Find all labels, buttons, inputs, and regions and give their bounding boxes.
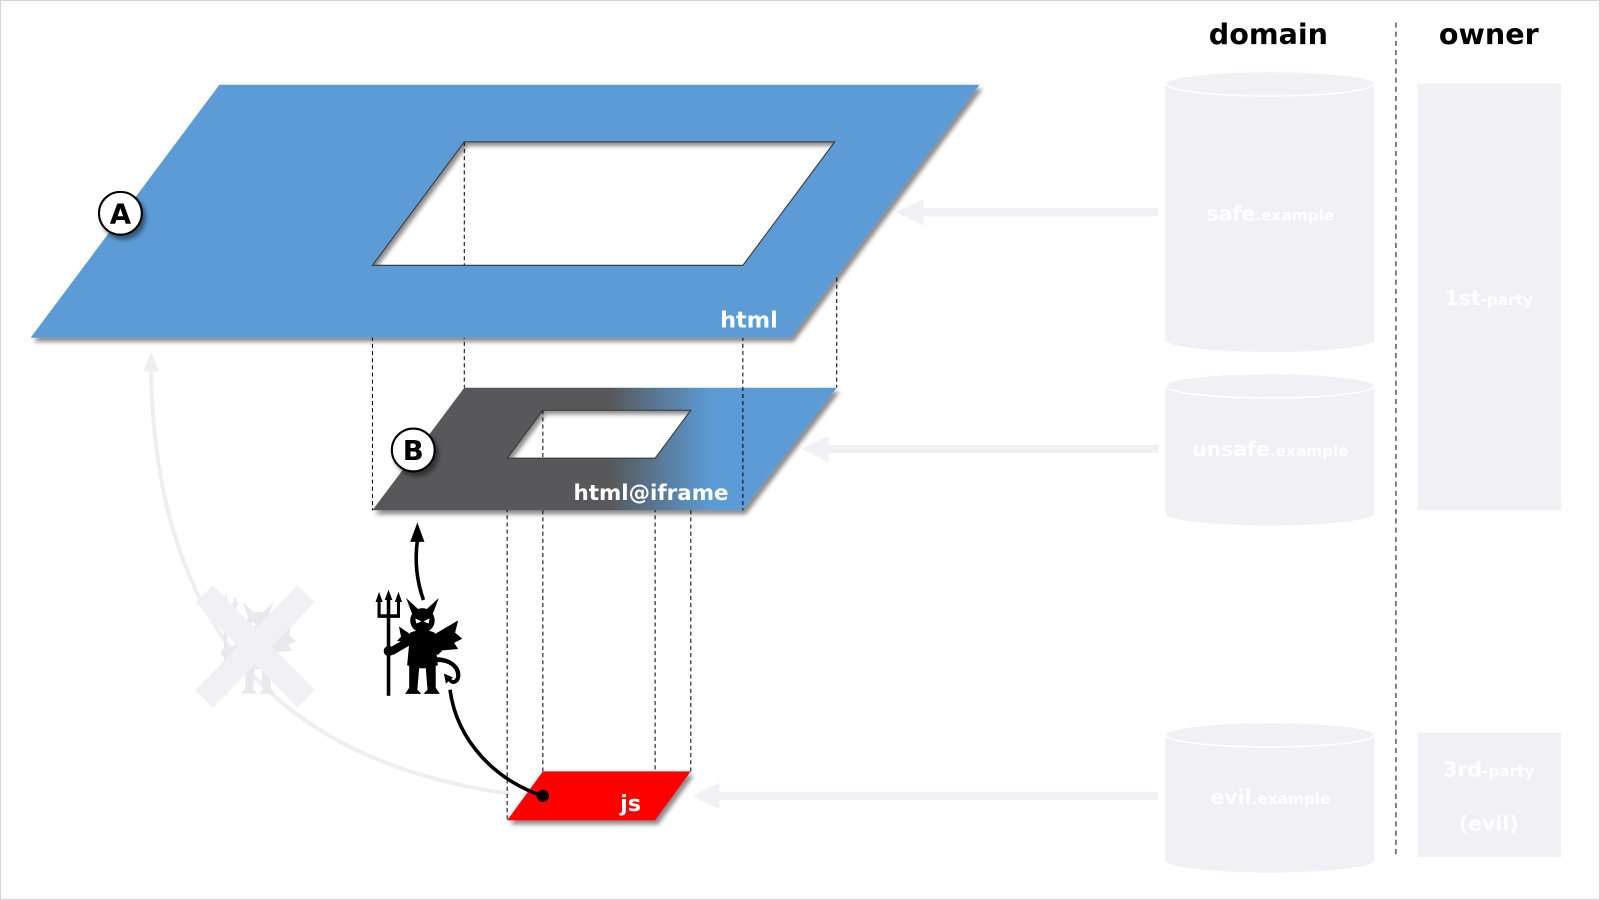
cylinder-top xyxy=(1164,70,1376,97)
domain-name: evil xyxy=(1210,785,1251,809)
domain-unsafe-cylinder: unsafe.example xyxy=(1164,372,1376,526)
badge-letter: A xyxy=(110,198,132,230)
owner-third-party-note: (evil) xyxy=(1459,812,1519,836)
owner-suffix: -party xyxy=(1482,763,1534,781)
iframe-hole-outline xyxy=(506,409,692,459)
owner-main: 1st xyxy=(1445,286,1481,310)
iframe-layer: html@iframe B xyxy=(372,387,837,511)
attack-origin-dot xyxy=(536,789,549,803)
domain-suffix: .example xyxy=(1270,442,1349,460)
unsafe-domain-arrow xyxy=(801,435,1159,463)
domain-safe-label: safe.example xyxy=(1207,201,1335,225)
iframe-layer-label: html@iframe xyxy=(574,481,729,506)
domain-column-header: domain xyxy=(1209,17,1328,51)
domain-evil-cylinder: evil.example xyxy=(1164,721,1376,873)
owner-first-party-label: 1st-party xyxy=(1445,286,1534,310)
owner-third-party-label: 3rd-party xyxy=(1443,758,1534,782)
owner-box xyxy=(1417,83,1562,511)
owner-main: 3rd xyxy=(1443,758,1482,782)
owner-first-party-box: 1st-party xyxy=(1417,83,1562,511)
owner-column-header: owner xyxy=(1439,17,1539,51)
owner-suffix: -party xyxy=(1481,291,1533,309)
owner-third-party-box: 3rd-party (evil) xyxy=(1417,732,1562,858)
attack-path-curve xyxy=(448,689,544,798)
html-plane xyxy=(30,84,980,338)
evil-domain-arrow xyxy=(691,782,1159,810)
iframe-plane xyxy=(372,387,837,511)
badge-letter: B xyxy=(403,435,424,467)
cylinder-top xyxy=(1164,721,1376,748)
html-badge: A xyxy=(97,190,143,236)
domain-evil-label: evil.example xyxy=(1210,785,1330,809)
cross-stroke xyxy=(195,585,315,708)
js-layer: js xyxy=(507,771,691,821)
badge-circle xyxy=(390,427,436,473)
cylinder-top xyxy=(1164,372,1376,399)
js-plane xyxy=(507,771,691,821)
cylinder-body xyxy=(1165,722,1375,873)
domain-safe-cylinder: safe.example xyxy=(1164,70,1376,353)
domain-suffix: .example xyxy=(1252,790,1331,808)
domain-name: unsafe xyxy=(1192,437,1270,461)
attack-arrowhead xyxy=(410,522,425,542)
iframe-badge: B xyxy=(390,427,436,473)
cylinder-body xyxy=(1165,373,1375,526)
js-layer-label: js xyxy=(619,791,641,817)
html-layer: html A xyxy=(30,84,980,338)
safe-domain-arrow xyxy=(895,198,1159,226)
domain-name: safe xyxy=(1207,201,1256,225)
domain-suffix: .example xyxy=(1255,206,1334,224)
cylinder-body xyxy=(1165,71,1375,353)
blocked-access-arrowhead xyxy=(142,352,160,372)
domain-unsafe-label: unsafe.example xyxy=(1192,437,1349,461)
badge-circle xyxy=(97,190,143,236)
owner-box xyxy=(1417,732,1562,858)
html-layer-label: html xyxy=(720,308,778,334)
html-hole-outline xyxy=(371,141,836,266)
attack-arrow-shaft xyxy=(414,540,426,601)
cross-icon xyxy=(195,585,315,708)
